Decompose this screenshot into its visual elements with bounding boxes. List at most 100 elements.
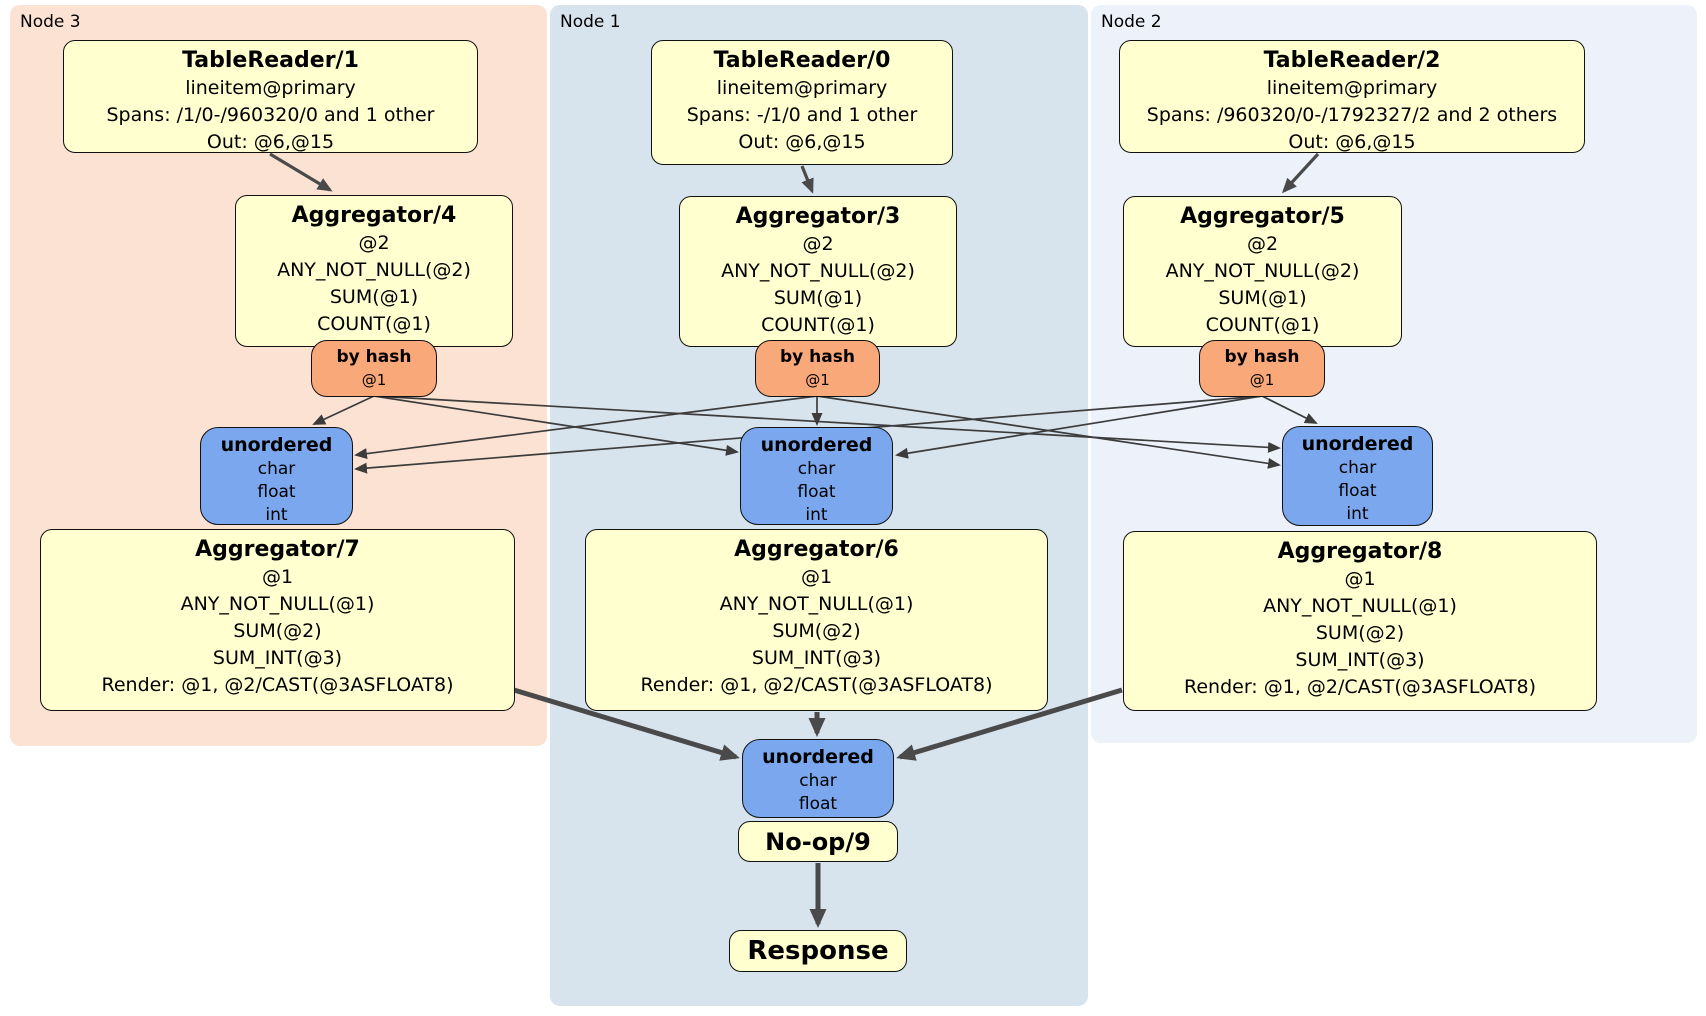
unordered-sync-node2: unordered char float int: [1282, 426, 1433, 526]
aggregator-line: SUM(@2): [772, 620, 861, 642]
aggregator-render-line: Render: @1, @2/CAST(@3ASFLOAT8): [640, 674, 993, 696]
aggregator-7-box: Aggregator/7 @1 ANY_NOT_NULL(@1) SUM(@2)…: [40, 529, 515, 711]
aggregator-line: ANY_NOT_NULL(@1): [1263, 595, 1457, 617]
sync-title: unordered: [220, 434, 333, 456]
router-title: by hash: [780, 347, 855, 367]
aggregator-line: ANY_NOT_NULL(@2): [721, 260, 915, 282]
edge-routerL-syncC: [373, 395, 739, 456]
hash-router-node1: by hash @1: [755, 340, 880, 397]
aggregator-6-box: Aggregator/6 @1 ANY_NOT_NULL(@1) SUM(@2)…: [585, 529, 1048, 711]
aggregator-4-box: Aggregator/4 @2 ANY_NOT_NULL(@2) SUM(@1)…: [235, 195, 513, 347]
sync-type: float: [797, 482, 836, 502]
aggregator-line: @2: [1246, 233, 1279, 255]
table-reader-2-box: TableReader/2 lineitem@primary Spans: /9…: [1119, 40, 1585, 153]
router-title: by hash: [336, 347, 412, 367]
aggregator-line: SUM(@1): [773, 287, 863, 309]
aggregator-line: ANY_NOT_NULL(@2): [1165, 260, 1360, 282]
processor-title: Aggregator/6: [734, 537, 899, 562]
processor-title: TableReader/2: [1263, 48, 1441, 73]
processor-title: Aggregator/3: [735, 204, 901, 229]
aggregator-line: COUNT(@1): [317, 313, 431, 335]
edge-tr2-agg5: [1281, 152, 1320, 194]
aggregator-line: SUM(@2): [233, 620, 322, 642]
aggregator-8-box: Aggregator/8 @1 ANY_NOT_NULL(@1) SUM(@2)…: [1123, 531, 1597, 711]
processor-index: lineitem@primary: [185, 77, 356, 99]
sync-title: unordered: [1301, 433, 1414, 455]
hash-router-node3: by hash @1: [311, 340, 437, 397]
edge-tr1-agg4: [269, 152, 333, 192]
processor-out: Out: @6,@15: [738, 131, 866, 153]
sync-type: int: [1346, 504, 1369, 524]
aggregator-line: @2: [802, 233, 834, 255]
tablereader-to-aggregator-arrows: [269, 152, 1320, 194]
aggregator-line: COUNT(@1): [1205, 314, 1320, 336]
aggregator-render-line: Render: @1, @2/CAST(@3ASFLOAT8): [1184, 676, 1536, 698]
sync-type: float: [257, 482, 296, 502]
processor-title: Aggregator/8: [1277, 539, 1443, 564]
processor-out: Out: @6,@15: [1288, 131, 1416, 153]
aggregator-5-box: Aggregator/5 @2 ANY_NOT_NULL(@2) SUM(@1)…: [1123, 196, 1402, 347]
processor-title: Response: [747, 936, 889, 966]
edge-agg7-finalsync: [513, 687, 740, 761]
router-title: by hash: [1224, 347, 1300, 367]
aggregator-line: @1: [1344, 568, 1376, 590]
processor-title: TableReader/0: [713, 48, 891, 73]
node3-label: Node 3: [20, 12, 81, 32]
table-reader-0-box: TableReader/0 lineitem@primary Spans: -/…: [651, 40, 953, 165]
sync-type: float: [1338, 481, 1377, 501]
edge-routerL-syncR: [373, 395, 1281, 453]
sync-type: int: [805, 505, 828, 525]
aggregator-line: @1: [800, 566, 833, 588]
edge-tr0-agg3: [800, 165, 814, 194]
processor-title: Aggregator/5: [1180, 204, 1345, 229]
processor-index: lineitem@primary: [716, 77, 888, 99]
processor-index: lineitem@primary: [1266, 77, 1438, 99]
processor-out: Out: @6,@15: [206, 131, 335, 153]
aggregator-line: SUM_INT(@3): [212, 647, 343, 669]
aggregator-line: @2: [358, 232, 390, 254]
final-stage-arrows: [513, 687, 1123, 928]
router-key: @1: [805, 371, 830, 389]
processor-title: Aggregator/7: [195, 537, 360, 562]
edge-routerR-syncR: [1261, 395, 1318, 424]
aggregator-line: SUM_INT(@3): [1295, 649, 1425, 671]
sync-type: char: [797, 459, 836, 479]
router-key: @1: [1249, 371, 1275, 389]
edge-routerC-syncL: [354, 395, 818, 460]
noop-9-box: No-op/9: [738, 821, 898, 862]
node2-label: Node 2: [1101, 12, 1162, 32]
aggregator-line: SUM(@1): [329, 286, 419, 308]
unordered-sync-node3: unordered char float int: [200, 427, 353, 525]
table-reader-1-box: TableReader/1 lineitem@primary Spans: /1…: [63, 40, 478, 153]
processor-title: TableReader/1: [182, 48, 359, 73]
processor-spans: Spans: /960320/0-/1792327/2 and 2 others: [1146, 104, 1558, 126]
sync-title: unordered: [762, 746, 874, 768]
aggregator-line: ANY_NOT_NULL(@1): [180, 593, 375, 615]
edge-routerL-syncL: [312, 395, 375, 425]
unordered-sync-final: unordered char float: [742, 739, 894, 818]
aggregator-line: COUNT(@1): [761, 314, 875, 336]
sync-type: int: [265, 505, 288, 525]
processor-spans: Spans: /1/0-/960320/0 and 1 other: [106, 104, 435, 126]
sync-title: unordered: [760, 434, 873, 456]
sync-type: char: [799, 771, 837, 791]
aggregator-line: ANY_NOT_NULL(@1): [719, 593, 914, 615]
aggregator-line: SUM(@2): [1315, 622, 1405, 644]
aggregator-line: ANY_NOT_NULL(@2): [277, 259, 471, 281]
unordered-sync-node1: unordered char float int: [740, 427, 893, 525]
aggregator-line: SUM_INT(@3): [751, 647, 882, 669]
hash-router-node2: by hash @1: [1199, 340, 1325, 397]
processor-title: Aggregator/4: [291, 203, 457, 228]
sync-type: float: [798, 794, 838, 814]
edge-routerR-syncC: [895, 395, 1263, 459]
sync-type: char: [1338, 458, 1377, 478]
aggregator-line: SUM(@1): [1218, 287, 1307, 309]
aggregator-line: @1: [261, 566, 294, 588]
aggregator-3-box: Aggregator/3 @2 ANY_NOT_NULL(@2) SUM(@1)…: [679, 196, 957, 347]
processor-title: No-op/9: [765, 827, 871, 856]
node1-label: Node 1: [560, 12, 621, 32]
processor-spans: Spans: -/1/0 and 1 other: [686, 104, 918, 126]
sync-type: char: [257, 459, 296, 479]
